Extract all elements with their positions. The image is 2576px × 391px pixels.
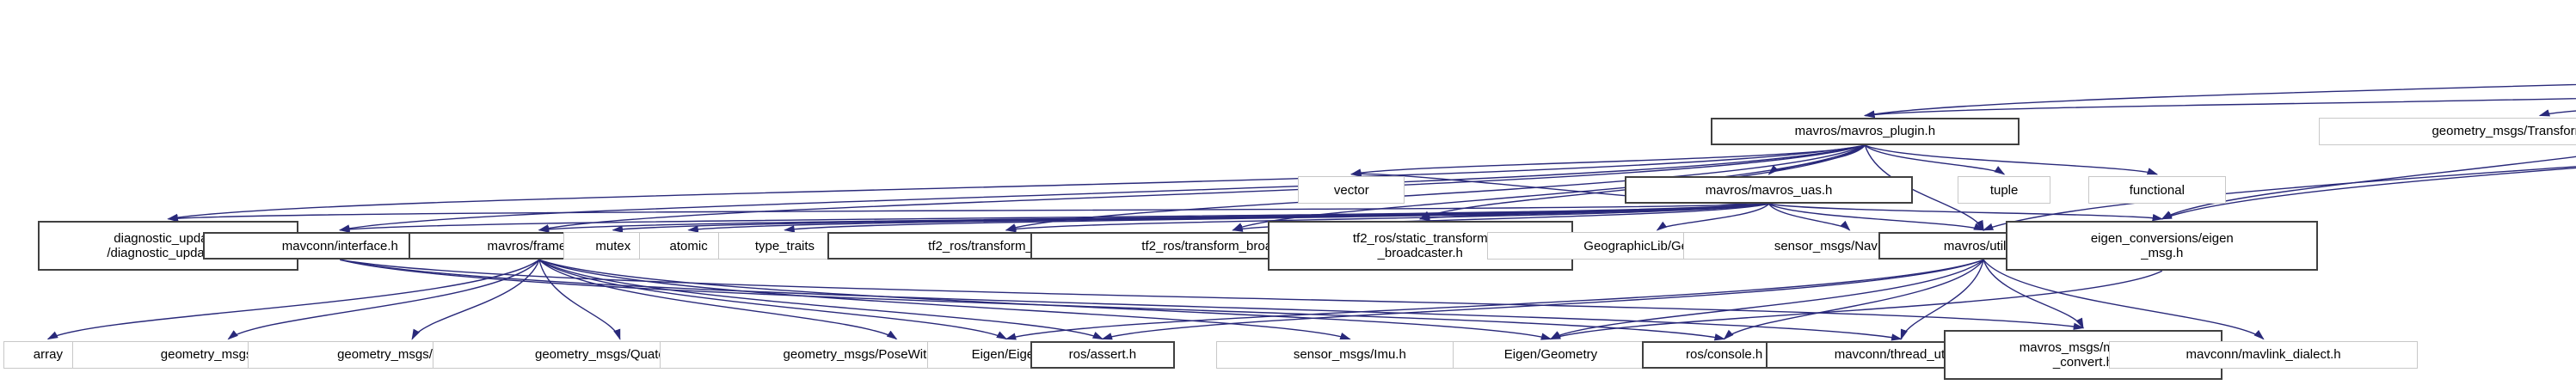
graph-node-n7[interactable]: geometry_msgs/TransformStamped.h — [2318, 117, 2576, 145]
graph-edge — [1864, 144, 2006, 175]
graph-edge — [167, 203, 1769, 223]
graph-edge — [1863, 83, 2576, 118]
graph-edge — [1418, 203, 1769, 222]
graph-edge — [1549, 259, 1984, 340]
graph-edge — [1768, 144, 1866, 175]
graph-node-n6[interactable]: mavros/mavros_plugin.h — [1710, 117, 2020, 145]
graph-edge — [538, 259, 898, 340]
graph-edge — [1768, 203, 2164, 222]
graph-edge — [538, 259, 1552, 340]
graph-node-n33[interactable]: ros/assert.h — [1030, 340, 1175, 369]
graph-node-n35[interactable]: Eigen/Geometry — [1453, 340, 1649, 369]
graph-edge — [340, 259, 2085, 330]
graph-edge — [1656, 203, 1770, 231]
graph-edge — [1350, 144, 1866, 176]
graph-node-n13[interactable]: functional — [2087, 175, 2226, 205]
graph-edge — [1768, 203, 1985, 231]
graph-edge — [227, 259, 540, 340]
graph-edge — [538, 203, 1769, 233]
graph-edge — [340, 259, 1903, 341]
graph-node-n39[interactable]: mavconn/mavlink_dialect.h — [2108, 340, 2419, 369]
graph-edge — [1005, 259, 1984, 340]
graph-edge — [2538, 109, 2576, 117]
graph-edge — [1863, 98, 2576, 119]
graph-edge — [538, 259, 1104, 340]
graph-edge — [612, 203, 1769, 233]
graph-edge — [538, 259, 1351, 340]
graph-edge — [411, 260, 540, 340]
graph-edge — [1983, 259, 2265, 340]
graph-edge — [46, 259, 540, 340]
graph-edge — [167, 144, 1866, 222]
graph-edge — [340, 259, 1726, 341]
graph-edge — [1101, 259, 1984, 340]
graph-node-n12[interactable]: tuple — [1958, 175, 2050, 205]
graph-edge — [1900, 260, 1984, 340]
graph-edge — [1865, 144, 2159, 175]
graph-edge — [687, 203, 1769, 233]
graph-edge — [538, 259, 1008, 340]
graph-node-n11[interactable]: mavros/mavros_uas.h — [1624, 175, 1914, 205]
graph-edge — [1723, 259, 1984, 340]
graph-edge — [538, 260, 621, 340]
graph-node-n26[interactable]: eigen_conversions/eigen _msg.h — [2006, 220, 2319, 272]
graph-node-n10[interactable]: vector — [1298, 175, 1405, 205]
graph-edge — [1768, 203, 1851, 231]
graph-node-n34[interactable]: sensor_msgs/Imu.h — [1215, 340, 1485, 369]
